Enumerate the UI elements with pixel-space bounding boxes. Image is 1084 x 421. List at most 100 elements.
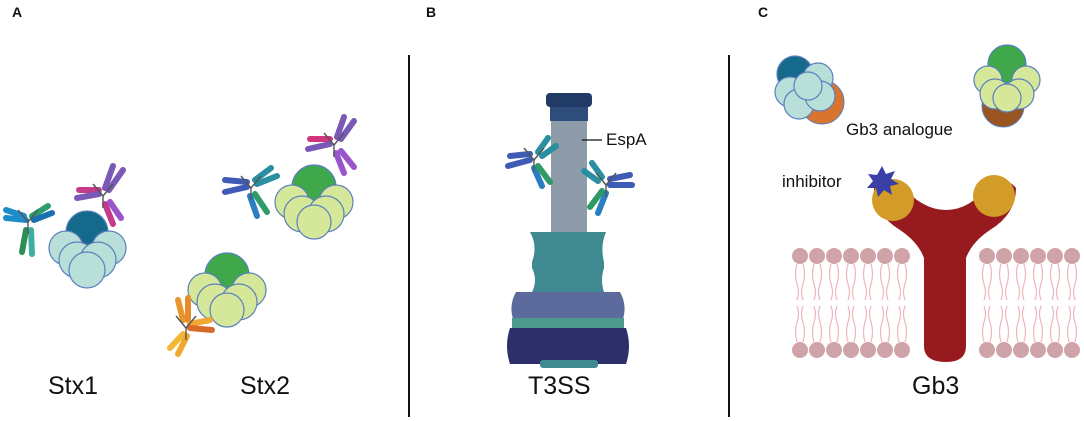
lipid-head [1013, 342, 1029, 358]
stx1-b-pentamer [48, 230, 127, 289]
lipid-tail [868, 305, 874, 343]
lipid-head [860, 342, 876, 358]
t3ss-base [507, 328, 629, 364]
lipid-tail [1038, 305, 1044, 343]
t3ss-tip-base [550, 107, 588, 121]
lipid-head [979, 342, 995, 358]
lipid-tail [1049, 305, 1055, 343]
lipid-tail [998, 263, 1004, 301]
lipid-tails [794, 263, 1078, 343]
lipid-head [877, 248, 893, 264]
stx2-b-pentamer-upper [274, 184, 354, 240]
lipid-tail [1072, 305, 1078, 343]
analogue-left-pentamer [774, 62, 836, 120]
lipid-head [792, 342, 808, 358]
lipid-tail [885, 305, 891, 343]
analogue-toxin-left [774, 55, 845, 125]
lipid-head [894, 342, 910, 358]
inhibitor-star-icon [867, 166, 899, 197]
stx1-antibody-top [74, 163, 126, 227]
lipid-head [792, 248, 808, 264]
lipid-tail [1032, 263, 1038, 301]
lipid-tail [1066, 263, 1072, 301]
lipid-head [877, 342, 893, 358]
t3ss-membrane-band [512, 318, 624, 328]
espa-label: EspA [606, 130, 647, 149]
espa-antibody-left [505, 135, 559, 189]
lipid-head [860, 248, 876, 264]
stx2-antibody-left [222, 165, 280, 219]
lipid-head [826, 342, 842, 358]
lipid-head [843, 248, 859, 264]
espa-filament [551, 121, 587, 233]
lipid-tail [845, 263, 851, 301]
lipid-tail [868, 263, 874, 301]
lipid-heads-top [792, 248, 1080, 264]
divider-bc [728, 55, 730, 417]
lipid-tail [851, 305, 857, 343]
lipid-tail [981, 305, 987, 343]
lipid-tail [1021, 263, 1027, 301]
lipid-head [996, 248, 1012, 264]
panel-c-letter: C [758, 4, 769, 20]
lipid-tail [828, 263, 834, 301]
stx2-toxin-lower [187, 252, 267, 328]
lipid-tail [879, 305, 885, 343]
stx1-antibody-left [3, 203, 55, 257]
lipid-head [1064, 342, 1080, 358]
lipid-tail [1055, 305, 1061, 343]
gb3-receptor [872, 175, 1016, 362]
lipid-head [1047, 248, 1063, 264]
lipid-tail [800, 263, 806, 301]
lipid-tail [862, 263, 868, 301]
lipid-tail [828, 305, 834, 343]
lipid-tail [817, 305, 823, 343]
lipid-tail [1032, 305, 1038, 343]
lipid-tail [1055, 263, 1061, 301]
gb3-label: Gb3 [912, 372, 960, 400]
lipid-tail [800, 305, 806, 343]
t3ss-base-foot [540, 360, 598, 368]
lipid-tail [817, 263, 823, 301]
gb3-receptor-body [874, 180, 1016, 362]
lipid-tail [1004, 305, 1010, 343]
lipid-tail [811, 263, 817, 301]
lipid-tail [862, 305, 868, 343]
stx1-toxin [48, 210, 127, 289]
lipid-head [894, 248, 910, 264]
divider-ab [408, 55, 410, 417]
lipid-tail [794, 263, 800, 301]
lipid-tail [896, 305, 902, 343]
lipid-head [1030, 342, 1046, 358]
analogue-right-pentamer [973, 65, 1041, 113]
lipid-head [809, 342, 825, 358]
lipid-tail [1004, 263, 1010, 301]
gb3-head-right [973, 175, 1015, 217]
lipid-tail [902, 263, 908, 301]
stx2-antibody-top [305, 114, 357, 176]
t3ss-structure [507, 93, 629, 368]
lipid-tail [834, 305, 840, 343]
lipid-tail [851, 263, 857, 301]
lipid-tail [1038, 263, 1044, 301]
espa-antibody-right [581, 160, 635, 216]
lipid-head [809, 248, 825, 264]
lipid-head [1047, 342, 1063, 358]
lipid-head [843, 342, 859, 358]
lipid-head [826, 248, 842, 264]
lipid-heads-bottom [792, 342, 1080, 358]
lipid-head [1064, 248, 1080, 264]
lipid-tail [987, 263, 993, 301]
gb3-analogue-label: Gb3 analogue [846, 120, 953, 139]
panel-b-letter: B [426, 4, 437, 20]
stx2-antibody-lower [167, 295, 215, 357]
panel-a-letter: A [12, 4, 23, 20]
stx1-label: Stx1 [48, 372, 99, 400]
lipid-tail [987, 305, 993, 343]
lipid-head [996, 342, 1012, 358]
t3ss-tip [546, 93, 592, 107]
t3ss-label: T3SS [528, 372, 591, 400]
lipid-head [1030, 248, 1046, 264]
